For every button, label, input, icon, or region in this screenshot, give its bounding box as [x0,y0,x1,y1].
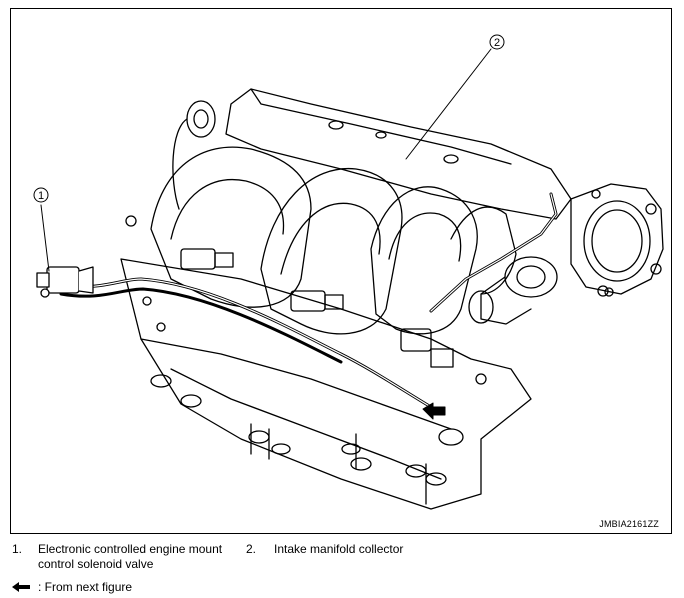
collector-body [225,88,572,220]
arrow-legend-text: : From next figure [38,580,133,594]
intake-manifold-illustration: 1 2 [33,34,664,510]
legend-item-number: 1. [12,542,23,556]
figure-code: JMBIA2161ZZ [599,519,659,529]
engine-mount-solenoid-valve [36,266,94,298]
flange-bosses [150,374,464,505]
solenoid-valves [180,248,454,368]
diagram-frame: 1 2 JMBIA2161ZZ [10,8,672,534]
from-next-figure-arrow [422,402,446,420]
callout-2-label: 2 [494,37,500,49]
left-arrow-icon [12,582,30,592]
callout-2-leader [405,48,492,160]
callout-1-leader [40,204,50,272]
lower-manifold-body [120,258,532,510]
intake-runners [150,146,517,335]
throttle-body [570,183,664,297]
legend-item-text-line2: control solenoid valve [38,557,154,571]
legend-item-text: Intake manifold collector [274,542,404,556]
arrow-legend: : From next figure [12,580,132,594]
upper-left-fitting [172,100,216,210]
egr-valve [468,256,558,325]
legend-item-number: 2. [246,542,257,556]
callout-1-label: 1 [38,190,44,202]
bolts [125,215,609,385]
callout-1 [33,187,49,203]
legend-item-text: Electronic controlled engine mount [38,542,223,556]
callout-2 [489,34,505,50]
